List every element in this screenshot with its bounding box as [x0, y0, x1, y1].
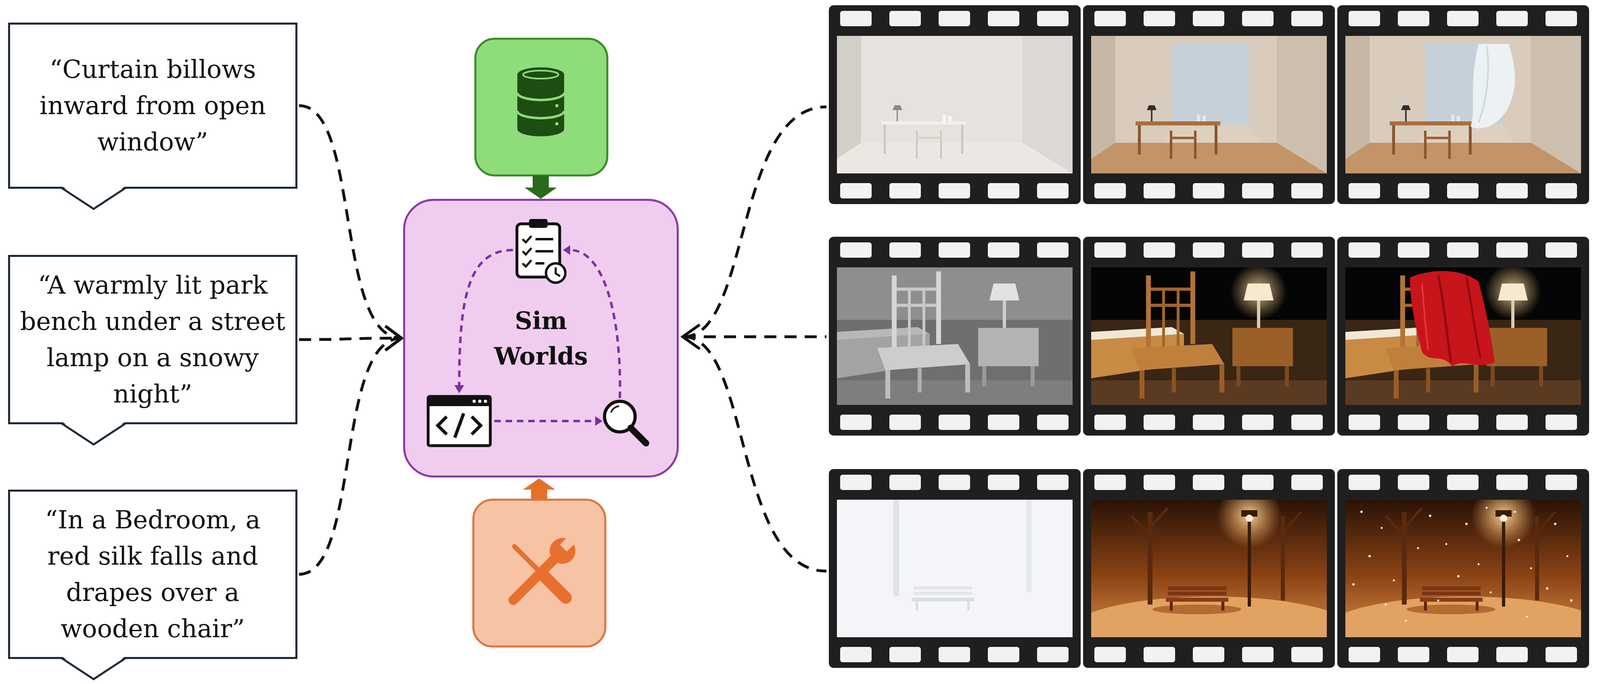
loop-arrows — [454, 245, 620, 427]
prompt-text: “In a Bedroom, a red silk falls and drap… — [19, 501, 286, 648]
park-frame — [1321, 483, 1600, 670]
prompt-text: “A warmly lit park bench under a street … — [19, 267, 286, 413]
down-arrow — [524, 175, 557, 199]
room-frame — [1345, 35, 1582, 174]
magnifier-icon — [604, 401, 647, 444]
prompt-bubble: “In a Bedroom, a red silk falls and drap… — [8, 489, 298, 660]
bedroom-frame — [1345, 263, 1582, 406]
prompt-bubble: “Curtain billows inward from open window… — [8, 22, 298, 189]
park-frame — [1066, 483, 1358, 670]
bubble-tail — [61, 186, 126, 212]
room-frame — [1091, 35, 1327, 174]
code-icon — [428, 396, 491, 446]
dashed-connector — [299, 326, 402, 351]
prompt-bubble: “A warmly lit park bench under a street … — [8, 255, 298, 425]
arrowhead — [385, 326, 402, 351]
checklist-icon — [516, 219, 566, 283]
loop-icons — [403, 198, 679, 478]
output-arrowhead — [682, 324, 700, 350]
bedroom-frame — [1091, 263, 1327, 406]
database-box — [475, 38, 608, 176]
dashed-line — [299, 338, 402, 341]
dashed-connector — [299, 105, 402, 351]
bedroom-frame — [836, 267, 1073, 406]
dashed-line — [299, 338, 402, 576]
prompt-text: “Curtain billows inward from open window… — [19, 51, 286, 161]
tools-box — [473, 499, 606, 647]
output-links — [683, 106, 827, 572]
up-arrow — [522, 478, 556, 501]
core-title: Sim Worlds — [480, 303, 602, 375]
room-frame — [836, 35, 1073, 174]
park-frame — [836, 499, 1073, 638]
dashed-connector — [299, 326, 402, 576]
bubble-tail — [61, 422, 126, 448]
core-box: Sim Worlds — [403, 198, 679, 478]
dashed-line — [299, 105, 402, 339]
bubble-tail — [61, 656, 126, 682]
